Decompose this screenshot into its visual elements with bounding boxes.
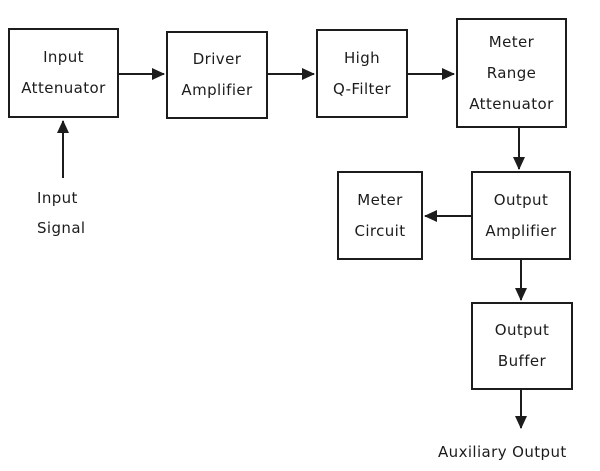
node-label-line: Range: [486, 63, 537, 82]
node-label-line: Meter: [488, 32, 535, 51]
node-meter-circuit: Meter Circuit: [337, 171, 423, 260]
label-input-signal: Input Signal: [37, 183, 85, 243]
node-label-line: Input: [43, 48, 84, 66]
node-label-line: Circuit: [354, 221, 406, 240]
label-line: Input: [37, 189, 78, 207]
node-high-q-filter: High Q-Filter: [316, 29, 408, 118]
node-input-attenuator: Input Attenuator: [8, 28, 119, 118]
node-label-line: Q-Filter: [333, 79, 391, 98]
node-label-line: Amplifier: [485, 221, 557, 240]
node-driver-amplifier: Driver Amplifier: [166, 31, 268, 119]
node-label-line: High: [343, 48, 381, 67]
node-output-amplifier: Output Amplifier: [471, 171, 571, 260]
label-line: Auxiliary Output: [438, 443, 567, 461]
node-label-line: Output: [493, 190, 549, 209]
node-output-buffer: Output Buffer: [471, 302, 573, 390]
node-label-line: Amplifier: [181, 81, 253, 99]
node-label-line: Driver: [192, 50, 242, 68]
node-label-line: Meter: [357, 190, 403, 209]
node-meter-range-attenuator: Meter Range Attenuator: [456, 18, 567, 128]
label-line: Signal: [37, 219, 86, 237]
node-label-line: Attenuator: [469, 94, 554, 113]
node-label-line: Output: [494, 321, 550, 339]
label-auxiliary-output: Auxiliary Output: [438, 437, 567, 467]
node-label-line: Attenuator: [21, 79, 106, 97]
node-label-line: Buffer: [497, 352, 547, 370]
